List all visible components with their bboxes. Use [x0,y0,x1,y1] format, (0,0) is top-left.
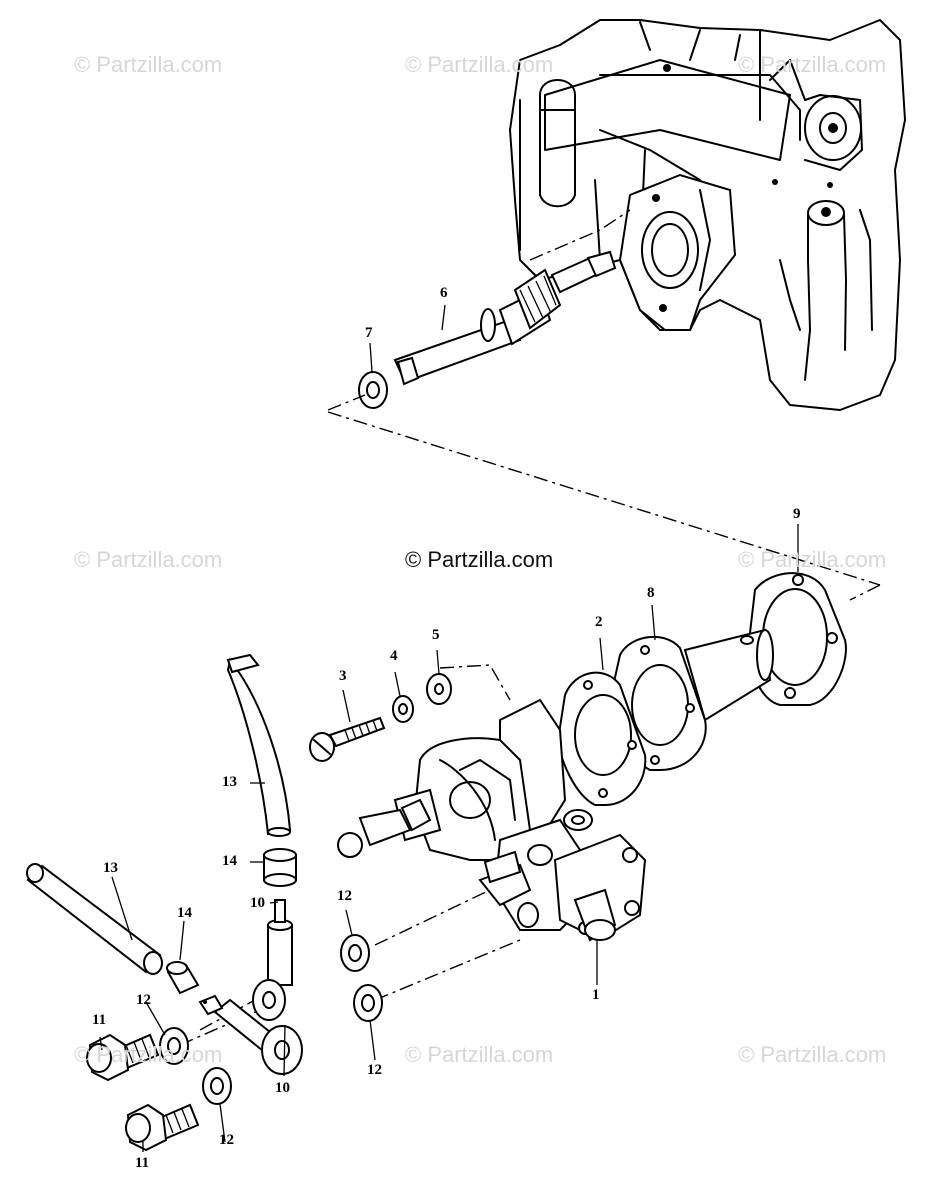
watermark: © Partzilla.com [738,52,887,77]
callout-5: 5 [432,627,440,643]
callout-12: 12 [367,1062,382,1078]
callout-6: 6 [440,285,448,301]
watermark: © Partzilla.com [74,547,223,572]
banjo-fitting-10-upper [252,899,293,1021]
callout-2: 2 [595,614,603,630]
callout-12: 12 [337,888,352,904]
watermark: © Partzilla.com [405,52,554,77]
callout-3: 3 [339,668,347,684]
watermark: © Partzilla.com [74,1042,223,1067]
banjo-fitting-10-lower [198,994,303,1075]
cap-14-upper [263,848,297,887]
leader-lines [99,304,799,1152]
watermark: © Partzilla.com [405,1042,554,1067]
callout-14: 14 [177,905,192,921]
callout-12: 12 [136,992,151,1008]
cap-14-lower [166,961,200,995]
oil-pump-body [337,698,647,942]
watermark: © Partzilla.com [74,52,223,77]
drive-gear-shaft [393,250,617,386]
callout-8: 8 [647,585,655,601]
callout-13: 13 [103,860,118,876]
banjo-bolts-11 [86,1033,200,1152]
callout-13: 13 [222,774,237,790]
callout-14: 14 [222,853,237,869]
hose-13-lower [26,863,163,975]
washers-4-5 [392,673,452,723]
callout-11: 11 [92,1012,107,1028]
watermark: © Partzilla.com [738,547,887,572]
callout-9: 9 [793,506,801,522]
watermark: © Partzilla.com [738,1042,887,1067]
hose-13-upper [226,653,292,837]
gasket-2 [556,671,647,806]
engine-crankcase [509,19,906,411]
gasket-9 [746,572,847,706]
washer-7 [358,371,388,409]
callout-10: 10 [250,895,265,911]
watermark: © Partzilla.com [405,547,554,572]
callout-11: 11 [135,1155,150,1171]
pump-shaft-housing [683,628,774,722]
screw-3 [309,716,386,762]
callout-1: 1 [592,987,600,1003]
washers-12 [159,934,383,1105]
callout-7: 7 [365,325,373,341]
callout-10: 10 [275,1080,290,1096]
callout-12: 12 [219,1132,234,1148]
callout-4: 4 [390,648,398,664]
